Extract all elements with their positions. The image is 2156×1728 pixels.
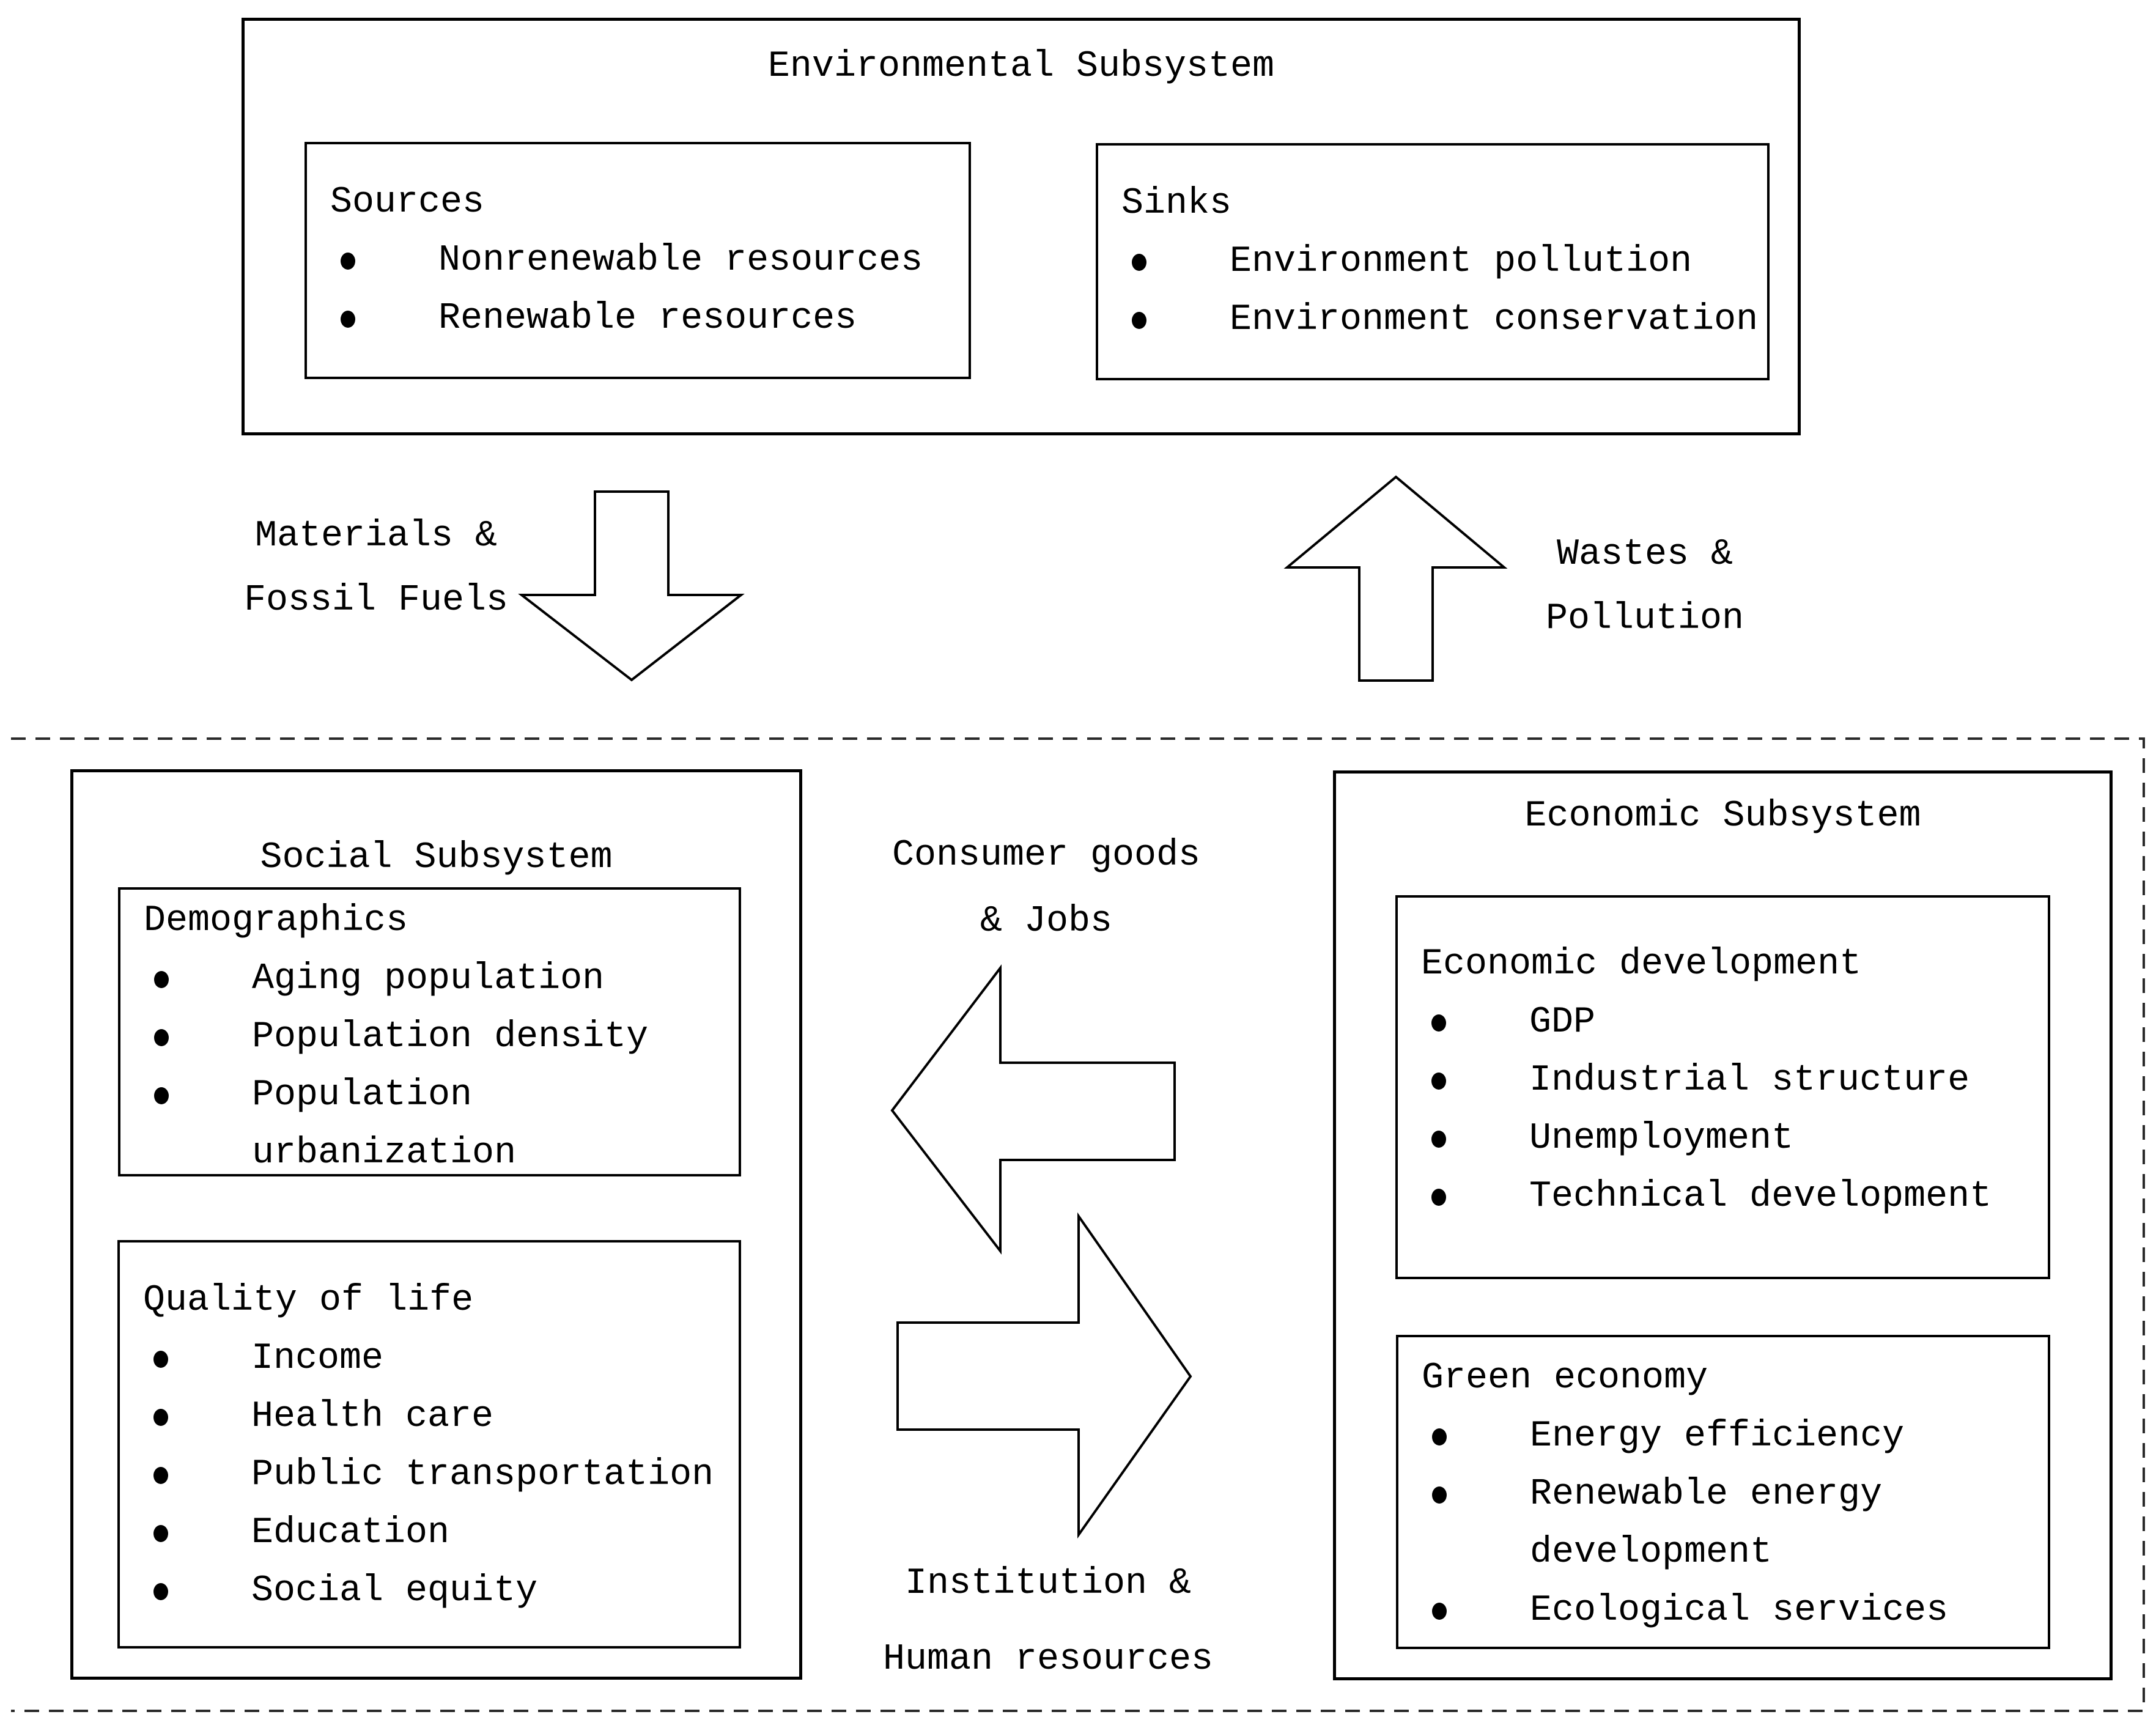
wastes-label-line2: Pollution [1545, 598, 1744, 640]
consumer-label-line2: & Jobs [980, 901, 1113, 942]
consumer-goods-jobs-label: Consumer goods & Jobs [887, 822, 1205, 954]
list-item: Environment conservation [1098, 291, 1767, 349]
list-item: Health care [120, 1388, 739, 1446]
sinks-heading: Sinks [1121, 183, 1232, 224]
wastes-label-line1: Wastes & [1556, 534, 1733, 575]
economic-subsystem-title: Economic Subsystem [1524, 796, 1921, 837]
quality-of-life-box: Quality of life Income Health care Publi… [117, 1240, 741, 1649]
environmental-subsystem-title: Environmental Subsystem [767, 46, 1275, 87]
list-item-continuation: urbanization [252, 1132, 517, 1174]
institution-human-resources-label: Institution & Human resources [865, 1546, 1231, 1697]
institution-label-line2: Human resources [882, 1639, 1214, 1680]
materials-label-line2: Fossil Fuels [243, 580, 509, 621]
quality-of-life-heading: Quality of life [143, 1280, 474, 1321]
economic-development-heading: Economic development [1421, 943, 1862, 985]
materials-fossil-fuels-label: Materials & Fossil Fuels [217, 504, 535, 633]
right-block-arrow-icon [896, 1212, 1192, 1539]
sinks-box: Sinks Environment pollution Environment … [1096, 143, 1770, 380]
list-item: Ecological services [1398, 1582, 2048, 1640]
green-economy-heading: Green economy [1422, 1357, 1708, 1399]
sources-box: Sources Nonrenewable resources Renewable… [305, 142, 971, 379]
demographics-box: Demographics Aging population Population… [118, 887, 741, 1176]
list-item: Unemployment [1398, 1110, 2048, 1168]
green-economy-box: Green economy Energy efficiency Renewabl… [1396, 1335, 2050, 1649]
social-subsystem-box: Social Subsystem Demographics Aging popu… [70, 769, 802, 1680]
list-item: Income [120, 1330, 739, 1388]
list-item: Industrial structure [1398, 1052, 2048, 1110]
down-block-arrow-icon [518, 490, 745, 682]
list-item: Social equity [120, 1562, 739, 1620]
list-item-continuation: development [1530, 1532, 1773, 1573]
list-item: Population [120, 1066, 739, 1124]
list-item: Technical development [1398, 1168, 2048, 1226]
economic-subsystem-box: Economic Subsystem Economic development … [1333, 770, 2113, 1680]
institution-label-line1: Institution & [904, 1563, 1192, 1604]
left-block-arrow-icon [890, 964, 1176, 1255]
list-item: Aging population [120, 950, 739, 1008]
list-item: Environment pollution [1098, 233, 1767, 291]
list-item: GDP [1398, 994, 2048, 1052]
list-item: Population density [120, 1008, 739, 1066]
demographics-heading: Demographics [144, 900, 408, 942]
list-item: Renewable energy [1398, 1466, 2048, 1524]
environmental-subsystem-box: Environmental Subsystem Sources Nonrenew… [242, 18, 1801, 435]
sources-heading: Sources [330, 182, 485, 223]
list-item: Public transportation [120, 1446, 739, 1504]
list-item: Education [120, 1504, 739, 1562]
list-item: Energy efficiency [1398, 1408, 2048, 1466]
consumer-label-line1: Consumer goods [892, 835, 1201, 876]
materials-label-line1: Materials & [254, 515, 498, 557]
economic-development-box: Economic development GDP Industrial stru… [1395, 895, 2050, 1279]
list-item: Renewable resources [307, 290, 969, 348]
list-item: Nonrenewable resources [307, 232, 969, 290]
wastes-pollution-label: Wastes & Pollution [1486, 523, 1804, 651]
up-block-arrow-icon [1283, 475, 1508, 682]
social-subsystem-title: Social Subsystem [260, 837, 613, 879]
